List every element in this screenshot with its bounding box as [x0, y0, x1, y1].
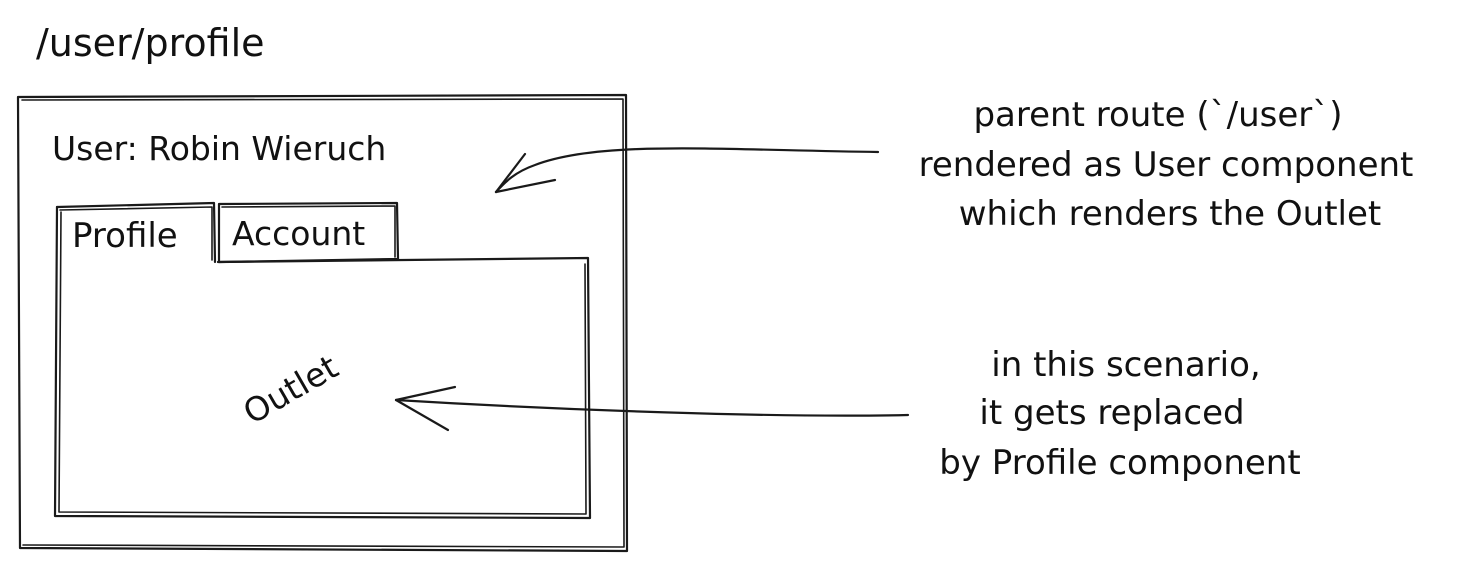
tab-profile[interactable]: Profile [55, 201, 217, 264]
replacement-line-2: it gets replaced [979, 393, 1244, 433]
parent-route-annotation: parent route (`/user`) rendered as User … [919, 95, 1414, 234]
tab-account-label: Account [232, 214, 365, 253]
outlet-label: Outlet [237, 347, 345, 432]
tab-profile-label: Profile [72, 216, 178, 256]
replacement-line-1: in this scenario, [991, 345, 1260, 385]
route-path-label: /user/profile [36, 21, 265, 65]
parent-route-arrow [494, 147, 880, 194]
parent-route-line-3: which renders the Outlet [959, 194, 1382, 234]
tab-account[interactable]: Account [217, 201, 400, 264]
replacement-arrow [394, 385, 910, 432]
replacement-annotation: in this scenario, it gets replaced by Pr… [939, 345, 1300, 483]
replacement-line-3: by Profile component [939, 443, 1300, 483]
user-component-frame [16, 93, 629, 553]
outlet-panel [53, 205, 592, 520]
parent-route-line-2: rendered as User component [919, 145, 1414, 185]
parent-route-line-1: parent route (`/user`) [973, 95, 1342, 135]
user-heading: User: Robin Wieruch [52, 129, 386, 168]
